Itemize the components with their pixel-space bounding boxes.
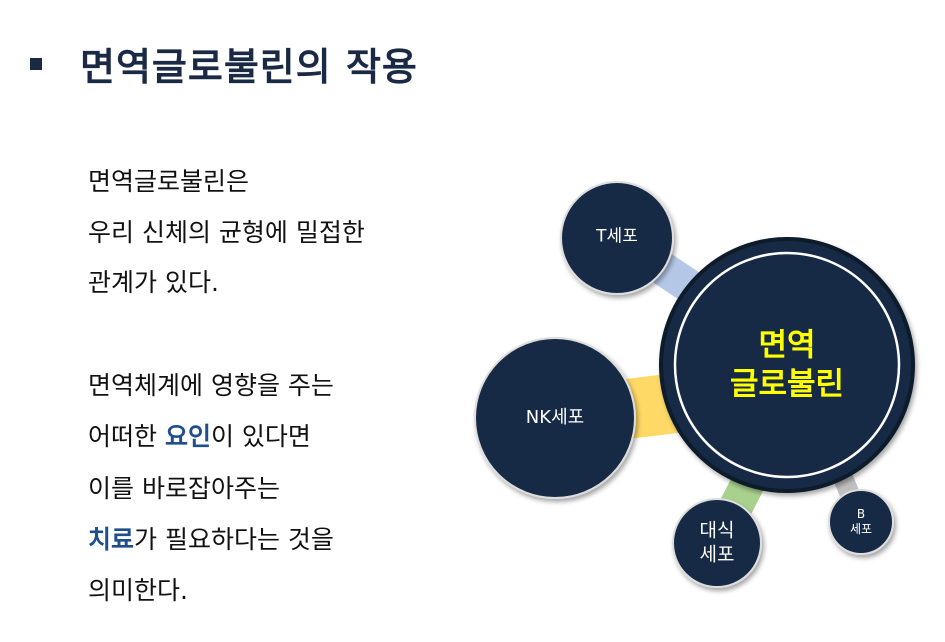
center-node (659, 237, 915, 493)
text: 어떠한 (88, 422, 165, 451)
page-title: 면역글로불린의 작용 (80, 45, 418, 89)
body-line: 면역체계에 영향을 주는 (88, 371, 334, 400)
macrophage-label-line: 대식 (699, 519, 735, 542)
nk-cell-node (474, 337, 636, 499)
body-line: 우리 신체의 균형에 밀접한 (88, 218, 365, 247)
b-cell-node (828, 489, 894, 555)
body-line: 어떠한 요인이 있다면 (88, 417, 311, 453)
b-cell-label-line: B (856, 507, 866, 521)
center-label-line: 글로불린 (729, 366, 845, 402)
title-bullet (30, 58, 42, 70)
center-ring (673, 251, 901, 479)
body-line: 면역글로불린은 (88, 167, 250, 196)
highlight-factor: 요인 (164, 422, 211, 451)
body-line: 이를 바로잡아주는 (88, 474, 280, 503)
body-line: 의미한다. (88, 576, 188, 605)
t-cell-label: T세포 (596, 226, 638, 247)
macrophage-node (672, 498, 762, 588)
nk-cell-label: NK세포 (525, 406, 585, 428)
macrophage-label-line: 세포 (699, 543, 735, 565)
b-cell-label-line: 세포 (849, 522, 873, 536)
text: 가 필요하다는 것을 (134, 525, 334, 554)
highlight-treatment: 치료 (88, 525, 135, 554)
body-line: 관계가 있다. (88, 268, 219, 297)
text: 이 있다면 (210, 422, 311, 451)
body-line: 치료가 필요하다는 것을 (88, 520, 334, 556)
t-cell-node (560, 181, 674, 295)
center-label-line: 면역 (758, 327, 816, 364)
